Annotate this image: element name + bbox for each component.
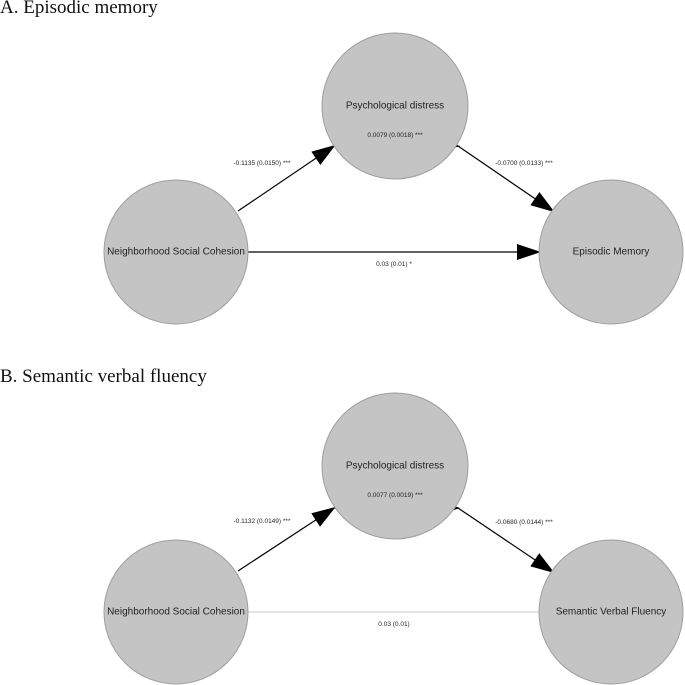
panel-b-direct-label: 0.03 (0.01) bbox=[378, 621, 409, 628]
panel-a-predictor-label: Neighborhood Social Cohesion bbox=[107, 247, 245, 258]
panel-b-title: B. Semantic verbal fluency bbox=[0, 366, 207, 387]
panel-b-outcome-label: Semantic Verbal Fluency bbox=[556, 607, 667, 618]
panel-a-mediator-node bbox=[321, 32, 469, 180]
panel-a-path-a-label: -0.1135 (0.0150) *** bbox=[234, 160, 291, 167]
panel-a: Psychological distress Neighborhood Soci… bbox=[103, 32, 684, 325]
panel-a-path-b-edge bbox=[457, 145, 555, 213]
panel-b-path-a-edge bbox=[237, 506, 336, 572]
panel-b-path-a-label: -0.1132 (0.0149) *** bbox=[234, 518, 291, 525]
panel-a-indirect-label: 0.0079 (0.0018) *** bbox=[367, 132, 423, 139]
panel-b-mediator-node bbox=[321, 392, 469, 540]
panel-b-path-b-edge bbox=[457, 507, 555, 574]
panel-b: Psychological distress Neighborhood Soci… bbox=[103, 392, 684, 685]
panel-a-path-a-edge bbox=[237, 144, 336, 212]
panel-b-predictor-node bbox=[103, 539, 249, 685]
panel-a-predictor-node bbox=[103, 179, 249, 325]
panel-b-mediator-label: Psychological distress bbox=[346, 461, 444, 472]
panel-b-outcome-node bbox=[538, 539, 684, 685]
panel-b-predictor-label: Neighborhood Social Cohesion bbox=[107, 607, 245, 618]
panel-b-indirect-label: 0.0077 (0.0019) *** bbox=[367, 492, 423, 499]
panel-a-outcome-label: Episodic Memory bbox=[573, 247, 650, 258]
panel-a-outcome-node bbox=[538, 179, 684, 325]
panel-a-path-b-label: -0.0700 (0.0133) *** bbox=[495, 160, 553, 167]
panel-a-title: A. Episodic memory bbox=[0, 0, 158, 18]
panel-a-mediator-label: Psychological distress bbox=[346, 101, 444, 112]
panel-b-path-b-label: -0.0680 (0.0144) *** bbox=[495, 519, 553, 526]
panel-a-direct-label: 0.03 (0.01) * bbox=[376, 261, 412, 268]
